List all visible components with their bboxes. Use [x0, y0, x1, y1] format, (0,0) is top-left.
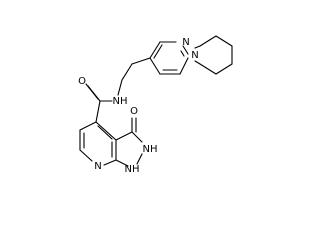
atom-label-n: N: [182, 37, 189, 48]
atom-label-nh: NH: [113, 96, 128, 107]
linker: [85, 57, 151, 123]
pyrazolone-ring: [115, 117, 143, 167]
atom-label-n: N: [94, 161, 101, 172]
atom-label-nh: NH: [143, 144, 158, 155]
atom-label-o: O: [130, 106, 138, 117]
pyridine-ring-upper: [149, 41, 189, 75]
molecule-diagram: N N NH O O NH NH N: [78, 35, 233, 175]
atom-label-o: O: [78, 76, 86, 87]
piperidine-ring: [194, 35, 233, 75]
structure-svg: N N NH O O NH NH N: [78, 35, 233, 175]
atom-label-n: N: [191, 50, 198, 61]
pyridine-ring-lower: [79, 121, 117, 166]
atom-label-nh: NH: [125, 164, 140, 175]
